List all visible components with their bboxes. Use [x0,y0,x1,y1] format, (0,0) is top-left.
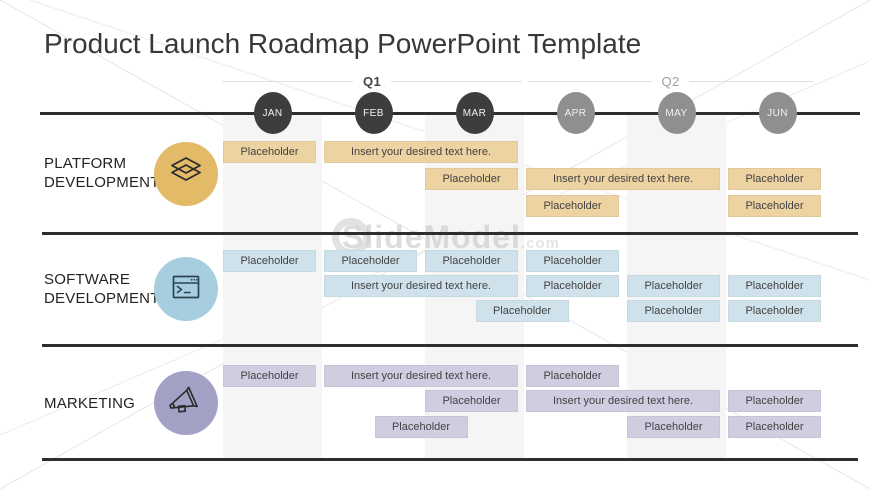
quarter-q1-label: Q1 [363,73,381,89]
marketing-bar[interactable]: Placeholder [425,390,518,412]
lane-title-line: DEVELOPMENT [44,290,160,307]
lane-title-line: MARKETING [44,395,135,412]
month-stripe [223,115,322,458]
marketing-bar[interactable]: Placeholder [526,365,619,387]
megaphone-icon [166,381,206,426]
month-marker-feb: FEB [354,92,393,134]
marketing-bar[interactable]: Placeholder [627,416,720,438]
marketing-bar[interactable]: Placeholder [223,365,316,387]
slide-title: Product Launch Roadmap PowerPoint Templa… [44,28,642,59]
software-bar[interactable]: Placeholder [627,275,720,297]
marketing-bar[interactable]: Placeholder [728,390,821,412]
watermark-text: SlideModel.com [342,219,560,256]
month-marker-jan: JAN [253,92,292,134]
month-marker-mar: MAR [455,92,494,134]
marketing-icon-circle [154,371,218,435]
software-bar[interactable]: Placeholder [425,250,518,272]
marketing-bar[interactable]: Insert your desired text here. [324,365,518,387]
quarter-line [689,80,814,82]
marketing-bar[interactable]: Placeholder [374,416,468,438]
software-bar[interactable]: Placeholder [475,300,569,322]
platform-bar[interactable]: Placeholder [425,168,518,190]
platform-bar[interactable]: Insert your desired text here. [526,168,720,190]
software-icon-circle [154,257,218,321]
platform-bar[interactable]: Placeholder [526,195,619,217]
terminal-icon [166,267,206,312]
lane-title-platform: PLATFORM DEVELOPMENT [44,154,160,192]
marketing-bar[interactable]: Insert your desired text here. [526,390,720,412]
timeline-axis [40,112,860,115]
month-marker-jun: JUN [758,92,797,134]
software-bar[interactable]: Placeholder [627,300,720,322]
platform-bar[interactable]: Insert your desired text here. [324,141,518,163]
lane-title-line: DEVELOPMENT [44,174,160,191]
platform-bar[interactable]: Placeholder [223,141,316,163]
quarter-line [222,80,354,82]
quarter-q1: Q1 [222,73,523,89]
bottom-border [42,458,858,461]
month-marker-apr: APR [556,92,595,134]
software-bar[interactable]: Placeholder [223,250,316,272]
watermark-tld: .com [520,235,560,252]
month-marker-may: MAY [657,92,696,134]
platform-bar[interactable]: Placeholder [728,168,821,190]
software-bar[interactable]: Placeholder [728,300,821,322]
platform-bar[interactable]: Placeholder [728,195,821,217]
quarter-line [390,80,523,82]
software-bar[interactable]: Placeholder [324,250,417,272]
lane-divider [42,344,858,347]
software-bar[interactable]: Placeholder [728,275,821,297]
lane-title-marketing: MARKETING [44,394,135,413]
software-bar[interactable]: Placeholder [526,275,619,297]
quarter-line [528,80,652,82]
lane-title-line: PLATFORM [44,155,127,172]
marketing-bar[interactable]: Placeholder [728,416,821,438]
lane-title-line: SOFTWARE [44,271,131,288]
slidemodel-watermark: SlideModel.com [330,216,590,264]
quarter-q2: Q2 [528,73,814,89]
software-bar[interactable]: Placeholder [526,250,619,272]
lane-title-software: SOFTWARE DEVELOPMENT [44,270,160,308]
quarter-q2-label: Q2 [661,73,680,89]
platform-icon-circle [154,142,218,206]
lane-divider [42,232,858,235]
layers-icon [166,152,206,197]
software-bar[interactable]: Insert your desired text here. [324,275,518,297]
watermark-brand: SlideModel [342,219,521,255]
